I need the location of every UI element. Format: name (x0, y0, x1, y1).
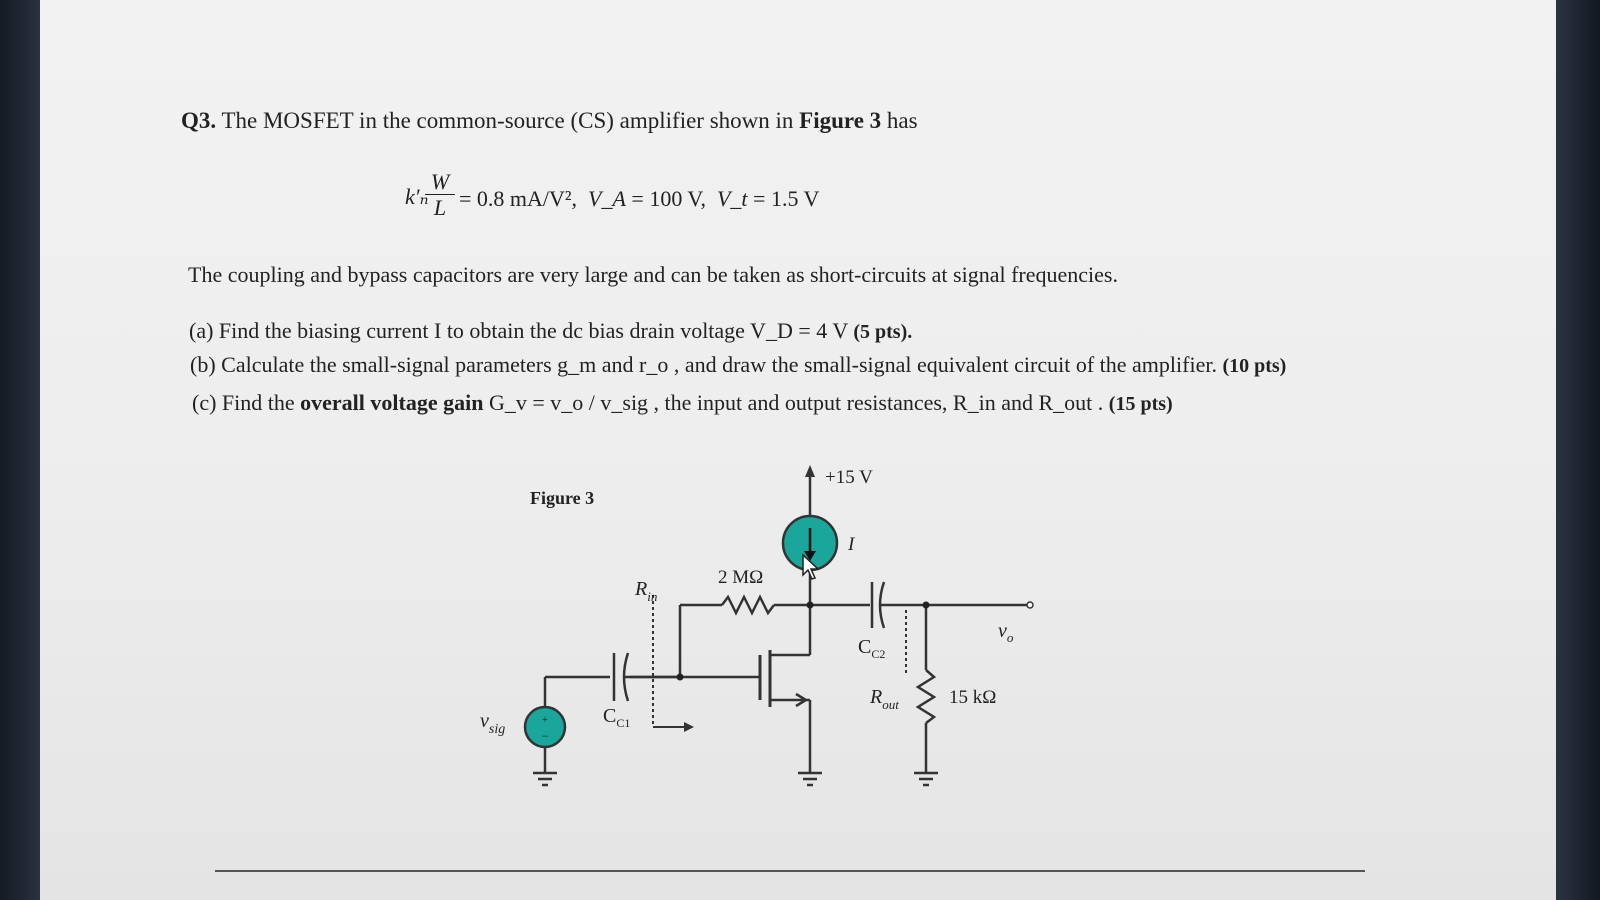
va-value: = 100 V (631, 186, 701, 211)
supply-label: +15 V (825, 467, 873, 488)
current-source-icon (781, 514, 839, 572)
capacitor-assumption-text: The coupling and bypass capacitors are v… (188, 262, 1118, 287)
vt-value: = 1.5 V (753, 186, 820, 211)
part-c-prefix: (c) Find the (192, 390, 301, 415)
supply-arrow-icon (805, 465, 815, 477)
part-c: (c) Find the overall voltage gain G_v = … (192, 390, 1173, 416)
svg-text:+: + (542, 715, 548, 726)
feedback-resistor-label: 2 MΩ (718, 567, 763, 588)
va-label: V_A (588, 186, 626, 211)
source-arrow (795, 692, 809, 708)
c1-label: CC1 (603, 705, 630, 730)
part-b: (b) Calculate the small-signal parameter… (190, 352, 1286, 378)
part-a-points: (5 pts). (853, 321, 913, 343)
monitor-bezel-right (1556, 0, 1600, 900)
figure-reference: Figure 3 (799, 108, 882, 133)
part-c-suffix: G_v = v_o / v_sig , the input and output… (483, 390, 1104, 415)
output-node (922, 601, 930, 609)
ground-vsig (533, 771, 557, 787)
vo-label: vo (998, 620, 1014, 645)
load-resistor (915, 669, 937, 724)
w-over-l-fraction: W L (425, 170, 455, 221)
c1-plate-right (622, 652, 630, 702)
fraction-numerator: W (425, 170, 455, 195)
cs-amplifier-schematic: + − +15 V I 2 MΩ Rin CC2 Rout 15 kΩ vo C… (480, 465, 1034, 787)
output-terminal (1026, 601, 1034, 609)
ground-source (798, 771, 822, 787)
kn-value: = 0.8 mA/V² (459, 186, 572, 211)
parameter-values: = 0.8 mA/V², V_A = 100 V, V_t = 1.5 V (459, 186, 820, 211)
part-b-points: (10 pts) (1222, 355, 1287, 377)
fraction-denominator: L (433, 195, 447, 220)
ground-load (914, 771, 938, 787)
question-intro: The MOSFET in the common-source (CS) amp… (216, 108, 800, 133)
question-title: Q3. The MOSFET in the common-source (CS)… (181, 108, 918, 134)
vt-label: V_t (716, 186, 748, 211)
part-a-text: (a) Find the biasing current I to obtain… (189, 318, 848, 343)
feedback-resistor-2meg (721, 594, 775, 616)
document-page: Q3. The MOSFET in the common-source (CS)… (40, 0, 1556, 900)
svg-text:−: − (542, 729, 549, 743)
part-c-bold: overall voltage gain (300, 390, 484, 415)
vsig-label: vsig (480, 710, 505, 737)
rin-arrow-icon (684, 722, 694, 732)
kn-prime-symbol: k′ₙ (405, 184, 429, 209)
vsig-source-icon: + − (523, 705, 567, 749)
part-c-points: (15 pts) (1108, 393, 1173, 415)
rin-label: Rin (634, 578, 657, 604)
monitor-bezel-left (0, 0, 40, 900)
question-number: Q3. (181, 108, 217, 133)
gate-node (676, 673, 684, 681)
load-resistor-label: 15 kΩ (949, 687, 996, 708)
rout-label: Rout (869, 686, 899, 712)
part-a: (a) Find the biasing current I to obtain… (189, 318, 912, 344)
question-intro-end: has (881, 108, 918, 133)
drain-node (806, 601, 814, 609)
c2-label: CC2 (858, 636, 885, 661)
part-b-text: (b) Calculate the small-signal parameter… (190, 352, 1217, 377)
figure-label: Figure 3 (530, 488, 595, 508)
page-divider-line (215, 870, 1365, 872)
current-label: I (847, 534, 856, 555)
mouse-cursor-icon (802, 553, 820, 580)
